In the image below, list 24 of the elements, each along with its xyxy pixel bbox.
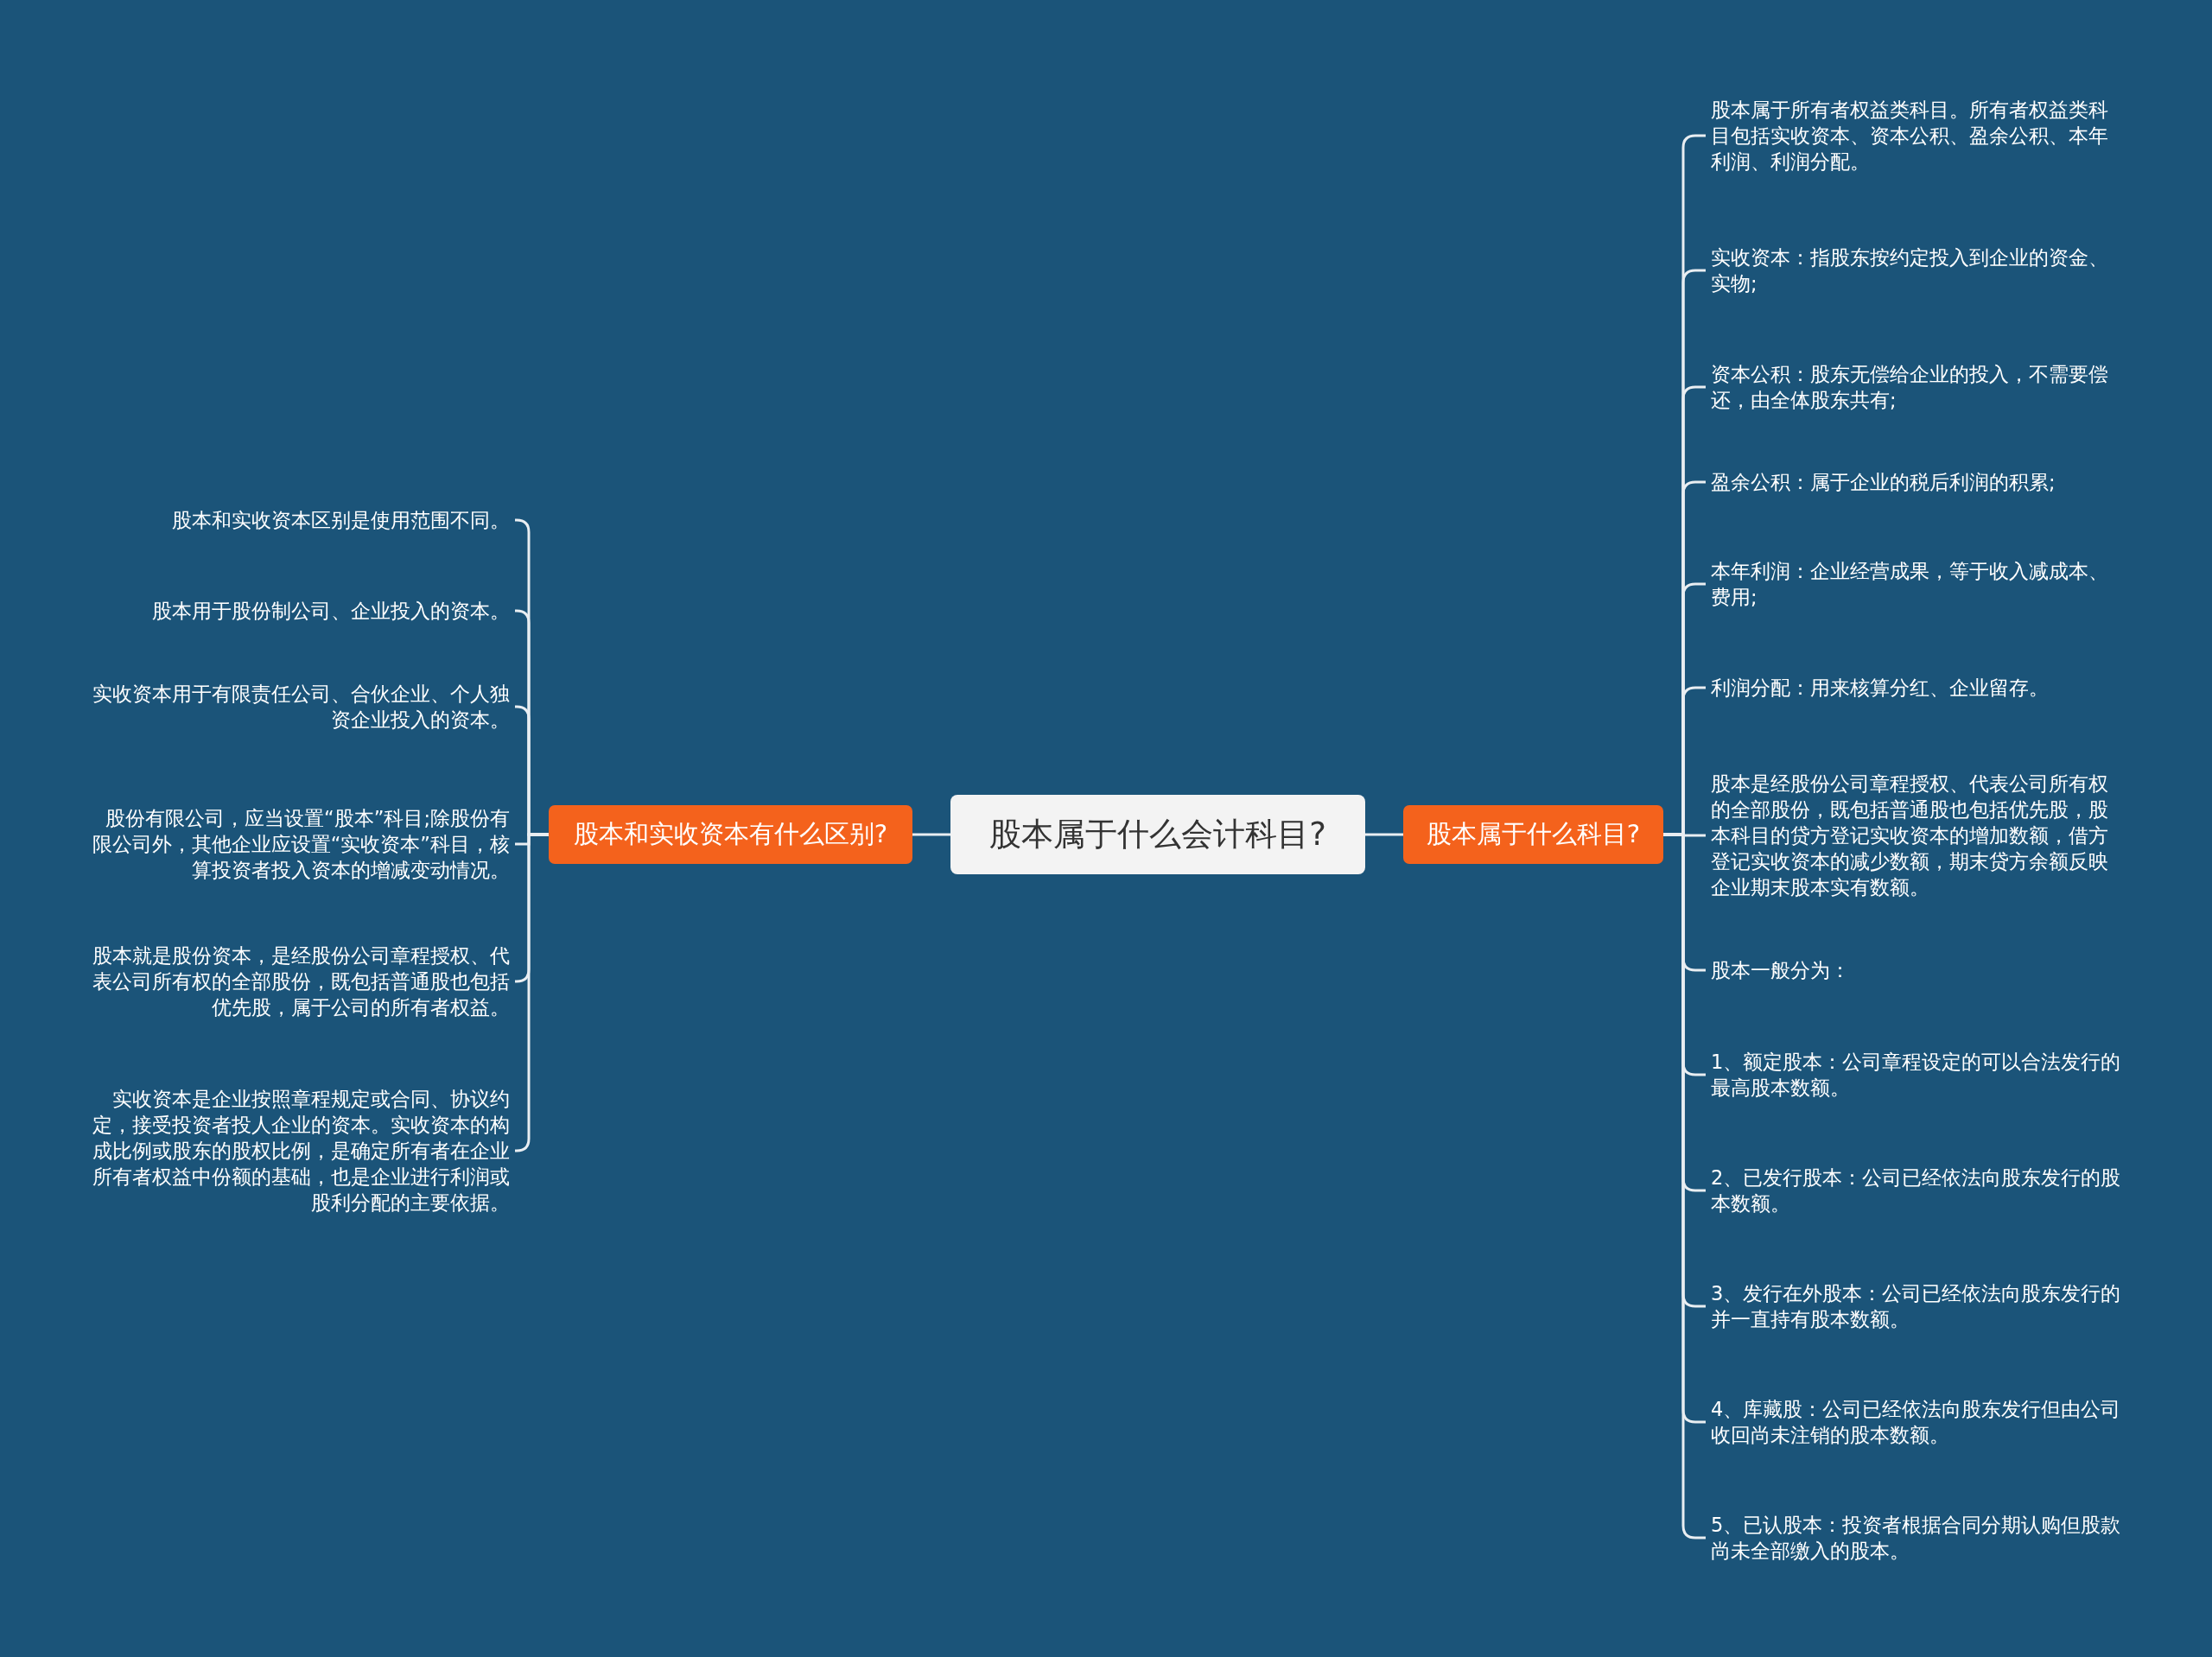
topic-text: 5、已认股本：投资者根据合同分期认购但股款尚未全部缴入的股本。 [1711,1512,2126,1564]
topic-text: 本年利润：企业经营成果，等于收入减成本、费用; [1711,558,2126,610]
topic-text: 股本用于股份制公司、企业投入的资本。 [91,598,510,624]
topic-text: 盈余公积：属于企业的税后利润的积累; [1711,469,2126,495]
connector-line [912,833,950,836]
topic-text: 1、额定股本：公司章程设定的可以合法发行的最高股本数额。 [1711,1049,2126,1101]
branch-topic-box: 股本属于什么科目? [1403,805,1663,864]
connector-line [1365,833,1403,836]
branch-topic-box: 股本和实收资本有什么区别? [549,805,912,864]
topic-text: 利润分配：用来核算分红、企业留存。 [1711,675,2126,701]
topic-text: 股份有限公司，应当设置“股本”科目;除股份有限公司外，其他企业应设置“实收资本”科目，核算投资者投入资本的增减变动情况。 [91,805,510,883]
topic-text: 实收资本：指股东按约定投入到企业的资金、实物; [1711,244,2126,296]
central-topic-box: 股本属于什么会计科目? [950,795,1365,874]
topic-text: 股本是经股份公司章程授权、代表公司所有权的全部股份，既包括普通股也包括优先股，股本科目的贷方登记实收资本的增加数额，借方登记实收资本的减少数额，期末贷方余额反映企业期末股本实有数额。 [1711,771,2126,900]
topic-text: 股本一般分为： [1711,957,2126,983]
topic-text: 股本和实收资本区别是使用范围不同。 [91,507,510,533]
topic-text: 股本就是股份资本，是经股份公司章程授权、代表公司所有权的全部股份，既包括普通股也包括优先股，属于公司的所有者权益。 [91,943,510,1020]
topic-text: 2、已发行股本：公司已经依法向股东发行的股本数额。 [1711,1165,2126,1216]
topic-text: 4、库藏股：公司已经依法向股东发行但由公司收回尚未注销的股本数额。 [1711,1396,2126,1448]
topic-text: 实收资本是企业按照章程规定或合同、协议约定，接受投资者投人企业的资本。实收资本的构成比例或股东的股权比例，是确定所有者在企业所有者权益中份额的基础，也是企业进行利润或股利分配的主要依据。 [91,1086,510,1216]
topic-text: 资本公积：股东无偿给企业的投入，不需要偿还，由全体股东共有; [1711,361,2126,413]
topic-text: 实收资本用于有限责任公司、合伙企业、个人独资企业投入的资本。 [91,681,510,733]
topic-text: 3、发行在外股本：公司已经依法向股东发行的并一直持有股本数额。 [1711,1280,2126,1332]
topic-text: 股本属于所有者权益类科目。所有者权益类科目包括实收资本、资本公积、盈余公积、本年利润、利润分配。 [1711,97,2126,175]
